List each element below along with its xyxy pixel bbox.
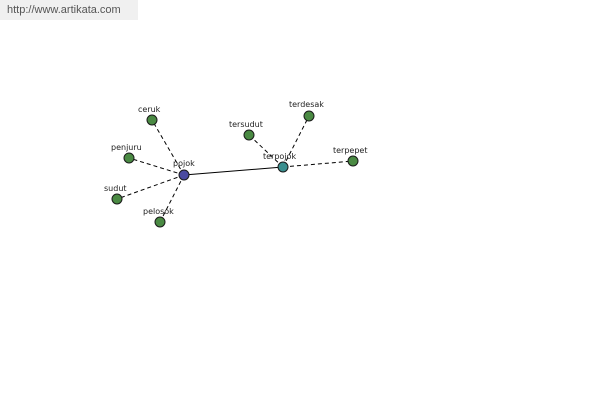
node-label-terpepet: terpepet	[333, 146, 367, 155]
edge-pojok-sudut	[116, 174, 185, 200]
edge-pojok-ceruk	[151, 119, 185, 176]
node-dot-tersudut[interactable]	[243, 129, 255, 141]
nodes: pojok terpojok ceruk penjuru sudut pelosok ter…	[104, 100, 367, 228]
edges	[116, 115, 354, 223]
edge-terpojok-terdesak	[282, 115, 310, 168]
node-pelosok[interactable]: pelosok	[143, 207, 174, 228]
node-dot-ceruk[interactable]	[146, 114, 158, 126]
site-url-link[interactable]: http://www.artikata.com	[0, 0, 138, 20]
node-label-pojok: pojok	[173, 159, 195, 168]
node-label-ceruk: ceruk	[138, 105, 161, 114]
edge-pojok-pelosok	[159, 174, 185, 223]
node-label-terpojok: terpojok	[263, 152, 296, 161]
node-dot-sudut[interactable]	[111, 193, 123, 205]
node-terdesak[interactable]: terdesak	[289, 100, 324, 122]
node-tersudut[interactable]: tersudut	[229, 120, 263, 141]
edge-terpojok-tersudut	[248, 134, 284, 168]
node-label-terdesak: terdesak	[289, 100, 324, 109]
edge-terpojok-terpepet	[282, 160, 354, 168]
node-dot-penjuru[interactable]	[123, 152, 135, 164]
node-dot-terpepet[interactable]	[347, 155, 359, 167]
node-terpojok[interactable]: terpojok	[263, 152, 296, 173]
node-dot-terdesak[interactable]	[303, 110, 315, 122]
node-dot-pelosok[interactable]	[154, 216, 166, 228]
node-dot-pojok[interactable]	[178, 169, 190, 181]
node-label-sudut: sudut	[104, 184, 127, 193]
node-label-tersudut: tersudut	[229, 120, 263, 129]
node-sudut[interactable]: sudut	[104, 184, 127, 205]
node-pojok[interactable]: pojok	[173, 159, 195, 181]
node-label-penjuru: penjuru	[111, 143, 142, 152]
node-ceruk[interactable]: ceruk	[138, 105, 161, 126]
node-penjuru[interactable]: penjuru	[111, 143, 142, 164]
node-terpepet[interactable]: terpepet	[333, 146, 367, 167]
node-label-pelosok: pelosok	[143, 207, 174, 216]
node-dot-terpojok[interactable]	[277, 161, 289, 173]
edge-pojok-penjuru	[128, 157, 185, 176]
edge-pojok-terpojok	[183, 166, 284, 176]
